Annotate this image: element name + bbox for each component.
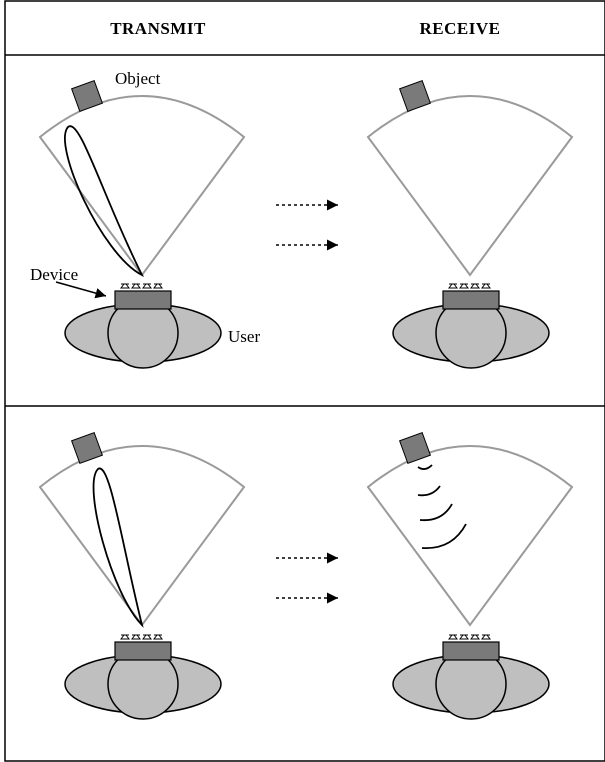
object-icon bbox=[71, 80, 103, 112]
object-icon bbox=[71, 432, 103, 464]
object-icon bbox=[399, 80, 431, 112]
top-receive-user bbox=[392, 283, 550, 369]
top-receive-scene bbox=[367, 95, 573, 276]
antenna-array-device-icon bbox=[114, 283, 172, 310]
coverage-sector bbox=[39, 445, 245, 626]
dotted-arrow-icon bbox=[276, 205, 338, 245]
bottom-transmit-user bbox=[64, 634, 222, 720]
top-transmit-scene bbox=[39, 95, 245, 278]
bottom-dotted-arrows bbox=[276, 558, 338, 598]
coverage-sector bbox=[367, 95, 573, 276]
top-dotted-arrows bbox=[276, 205, 338, 245]
echo-wave-1 bbox=[417, 464, 433, 470]
antenna-array-device-icon bbox=[442, 283, 500, 310]
transmit-beam bbox=[92, 467, 144, 628]
object-icon bbox=[399, 432, 431, 464]
antenna-array-device-icon bbox=[442, 634, 500, 661]
bottom-receive-user bbox=[392, 634, 550, 720]
transmit-beam bbox=[64, 125, 145, 278]
transmit-header: TRANSMIT bbox=[110, 19, 206, 38]
receive-header: RECEIVE bbox=[420, 19, 501, 38]
dotted-arrow-icon bbox=[276, 558, 338, 598]
frame bbox=[4, 0, 605, 762]
coverage-sector bbox=[367, 445, 573, 626]
object-label: Object bbox=[115, 69, 161, 88]
antenna-array-device-icon bbox=[114, 634, 172, 661]
echo-wave-4 bbox=[421, 523, 467, 549]
echo-wave-2 bbox=[417, 485, 441, 497]
coverage-sector bbox=[39, 95, 245, 276]
echo-wave-3 bbox=[419, 503, 453, 522]
device-label: Device bbox=[30, 265, 78, 284]
bottom-receive-scene bbox=[367, 445, 573, 626]
top-transmit-user bbox=[64, 283, 222, 369]
device-pointer-arrow bbox=[55, 281, 107, 299]
echo-wavefronts bbox=[417, 464, 467, 549]
bottom-transmit-scene bbox=[39, 445, 245, 628]
user-label: User bbox=[228, 327, 260, 346]
